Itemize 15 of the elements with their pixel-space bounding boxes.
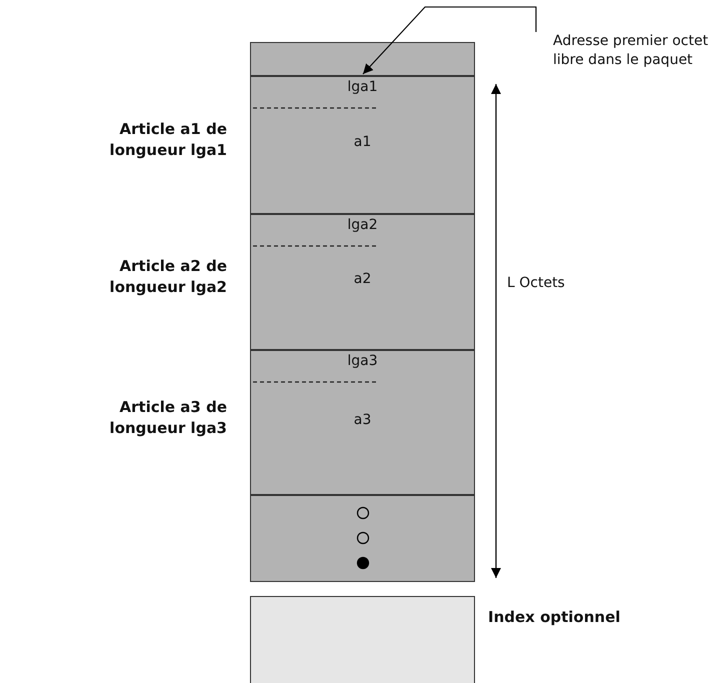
packet-block bbox=[250, 42, 475, 76]
length-field-label: lga1 bbox=[347, 79, 378, 95]
dimension-label: L Octets bbox=[507, 275, 565, 291]
article-label: a3 bbox=[354, 412, 372, 428]
block-caption: Article a3 de longueur lga3 bbox=[108, 396, 227, 438]
length-field-label: lga2 bbox=[347, 217, 378, 233]
packet-block bbox=[250, 495, 475, 582]
article-label: a1 bbox=[354, 134, 372, 150]
block-caption: Article a2 de longueur lga2 bbox=[108, 256, 227, 298]
length-field-label: lga3 bbox=[347, 353, 378, 369]
block-caption: Index optionnel bbox=[488, 607, 620, 628]
block-caption: Article a1 de longueur lga1 bbox=[108, 119, 227, 161]
article-label: a2 bbox=[354, 271, 372, 287]
leader-line bbox=[362, 6, 537, 74]
annotation-text: Adresse premier octet libre dans le paquet bbox=[553, 32, 723, 76]
